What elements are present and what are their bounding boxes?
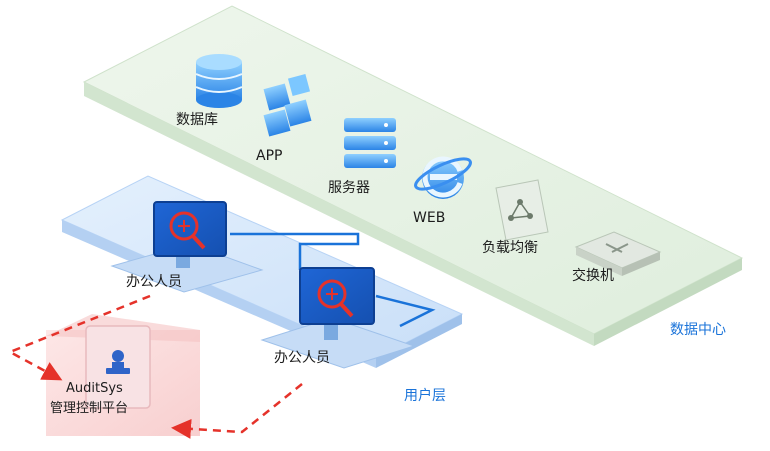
data-center-item-label: 服务器 [328,180,370,196]
workstation-1 [110,201,264,293]
data-center-item-label: 数据库 [176,112,218,128]
data-center-item-label: APP [256,148,282,164]
network-connector [230,232,436,328]
audit-dashed-path [7,294,303,439]
audit-system-subtitle: 管理控制平台 [50,401,128,416]
user-layer-label: 用户层 [404,387,446,404]
data-center-item-label: 负载均衡 [482,240,538,256]
database-icon [195,54,243,108]
web-browser-icon [414,156,472,199]
switch-icon [574,231,662,276]
audit-system-name: AuditSys [66,381,123,396]
station-label: 办公人员 [126,274,182,290]
station-label: 办公人员 [274,350,330,366]
load-balancer-icon [495,179,549,241]
monitor-search-icon [299,267,375,325]
workstation-2 [260,267,416,369]
data-center-item-label: 交换机 [572,267,614,284]
user-stamp-icon [106,350,130,374]
audit-panel [85,325,151,409]
app-cubes-icon [263,73,312,137]
data-center-item-label: WEB [413,210,445,226]
data-center-label: 数据中心 [670,322,726,338]
monitor-search-icon [153,201,227,257]
server-icon [344,118,396,168]
